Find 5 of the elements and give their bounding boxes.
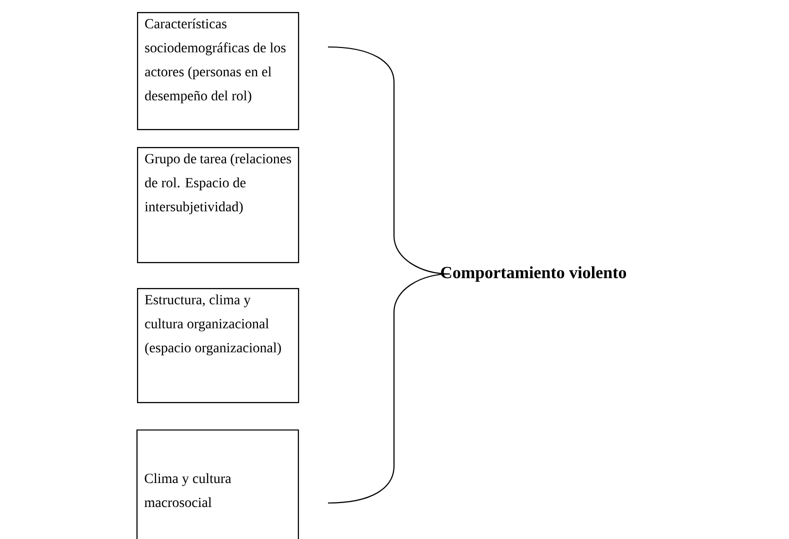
text-box: Características sociodemográficas de los actores (personas en el desempeño del rol) [137,12,300,130]
result-label: Comportamiento violento [441,266,626,282]
text-box: Clima y cultura macrosocial [136,429,299,539]
text-box: Estructura, clima y cultura organizacional (espacio organizacional) [137,288,300,404]
text-box: Grupo de tarea (relaciones de rol. Espacio de intersubjetividad) [137,147,300,264]
